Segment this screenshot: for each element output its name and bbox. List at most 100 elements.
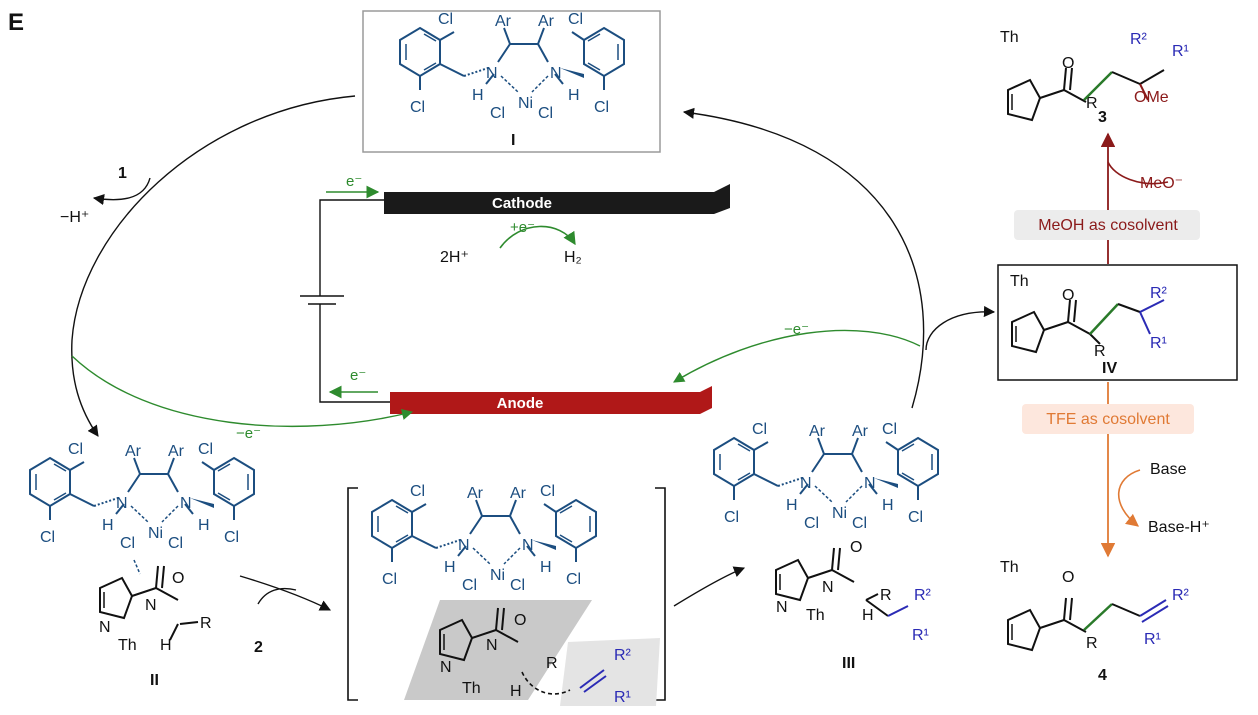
r2-group: R²: [1172, 587, 1190, 604]
chlorine-label: Cl: [40, 529, 55, 546]
right-bracket: [655, 487, 666, 701]
anode-electrode: [390, 386, 712, 414]
alpha-bond: [495, 629, 519, 643]
carbonyl-o: O: [1062, 569, 1074, 586]
carbonyl-o: O: [1062, 287, 1074, 304]
alpha-bond: [1067, 321, 1091, 335]
proton-reduction-label: +e⁻: [510, 219, 535, 236]
meoh-cosolvent-label: MeOH as cosolvent: [1038, 217, 1178, 234]
alpha-bond: [831, 569, 855, 583]
r2-group: R²: [614, 647, 632, 664]
r-group: R: [200, 615, 212, 632]
carbonyl-o: O: [850, 539, 862, 556]
chain-bond: [1117, 303, 1141, 313]
imidazole-ketone-iv: [1011, 299, 1091, 354]
proton-label: 2H⁺: [440, 249, 469, 266]
chain-bond: [1083, 603, 1113, 631]
chlorine-label: Cl: [410, 483, 425, 500]
chlorine-label: Cl: [566, 571, 581, 588]
base-h-label: Base-H⁺: [1148, 519, 1210, 536]
r1-group: R¹: [1150, 335, 1167, 352]
hydrogen-gas-label: H₂: [564, 249, 582, 266]
r-group: R: [880, 587, 892, 604]
cycle-arrow-iii-to-i: [682, 107, 925, 409]
carbonyl-o: O: [172, 570, 184, 587]
r-group: R: [1086, 635, 1098, 652]
alkene-bond: [1139, 599, 1167, 617]
cycle-arrow-ts-to-iii: [673, 566, 746, 607]
thiazole-th: Th: [1010, 273, 1029, 290]
chlorine-label: Cl: [538, 105, 553, 122]
carbonyl-bond: [1063, 597, 1067, 621]
r-bond: [179, 621, 199, 625]
chlorine-label: Cl: [490, 105, 505, 122]
imidazole-n: N: [145, 597, 157, 614]
aryl-label: Ar: [538, 13, 555, 30]
r-bond: [865, 593, 879, 601]
anode-oxidation-arrow: [71, 355, 414, 428]
carbonyl-bond: [1063, 67, 1067, 91]
chlorine-label: Cl: [594, 99, 609, 116]
chlorine-label: Cl: [804, 515, 819, 532]
chlorine-label: Cl: [568, 11, 583, 28]
r2-group: R²: [1150, 285, 1168, 302]
complex-i-box: [362, 10, 661, 153]
reagent-1-label: 1: [118, 165, 127, 182]
thiazole-th: Th: [462, 680, 481, 697]
aryl-label: Ar: [809, 423, 826, 440]
nitrogen-label: N: [864, 475, 876, 492]
carbonyl-bond: [501, 607, 505, 631]
carbonyl-link: [807, 569, 833, 579]
r1-group: R¹: [1144, 631, 1161, 648]
anode-label: Anode: [497, 395, 544, 412]
hydrogen-label: H: [540, 559, 552, 576]
alkene-bond: [579, 669, 605, 689]
radical-addition-arrow: [521, 671, 571, 695]
carbonyl-bond: [1069, 67, 1073, 91]
reagent-2-label: 2: [254, 639, 263, 656]
iii-oxidation-label: −e⁻: [784, 321, 809, 338]
meo-arrow: [1107, 161, 1169, 185]
cycle-arrow-ii-to-ts: [239, 575, 332, 611]
intermediate-iv-box: [997, 264, 1238, 381]
carbonyl-bond: [1067, 299, 1071, 323]
r-group: R: [1086, 95, 1098, 112]
imidazole-n: N: [822, 579, 834, 596]
imidazole-n: N: [99, 619, 111, 636]
alpha-h: H: [510, 683, 522, 700]
alkene-bond: [1141, 605, 1169, 623]
r1-group: R¹: [912, 627, 929, 644]
iii-to-iv-arrow: [925, 305, 996, 351]
complex-i-label: I: [511, 132, 515, 149]
carbonyl-link: [131, 587, 157, 597]
r-bond: [1089, 333, 1101, 345]
base-label: Base: [1150, 461, 1187, 478]
imidazole-ring: [1007, 608, 1042, 652]
diamine-ligand: [713, 437, 939, 503]
chlorine-label: Cl: [224, 529, 239, 546]
hydrogen-label: H: [786, 497, 798, 514]
imidazole-n: N: [776, 599, 788, 616]
iii-oxidation-arrow: [673, 329, 921, 383]
chlorine-label: Cl: [120, 535, 135, 552]
carbonyl-link: [1039, 89, 1065, 99]
c-r2-bond: [1139, 69, 1165, 85]
aryl-label: Ar: [495, 13, 512, 30]
carbonyl-link: [1039, 619, 1065, 629]
imidazole-ketone-ii: [99, 565, 179, 620]
nickel-label: Ni: [490, 567, 505, 584]
ome-group: OMe: [1134, 89, 1169, 106]
reagent-2-arrow: [257, 587, 297, 605]
alpha-bond: [1063, 619, 1087, 633]
hydrogen-label: H: [444, 559, 456, 576]
imidazole-n: N: [486, 637, 498, 654]
r2-group: R²: [914, 587, 932, 604]
nitrogen-label: N: [550, 65, 562, 82]
complex-ii-label: II: [150, 672, 159, 689]
hydrogen-label: H: [472, 87, 484, 104]
anode-oxidation-label: −e⁻: [236, 425, 261, 442]
imidazole-ring: [439, 618, 474, 662]
chain-bond: [865, 599, 889, 617]
